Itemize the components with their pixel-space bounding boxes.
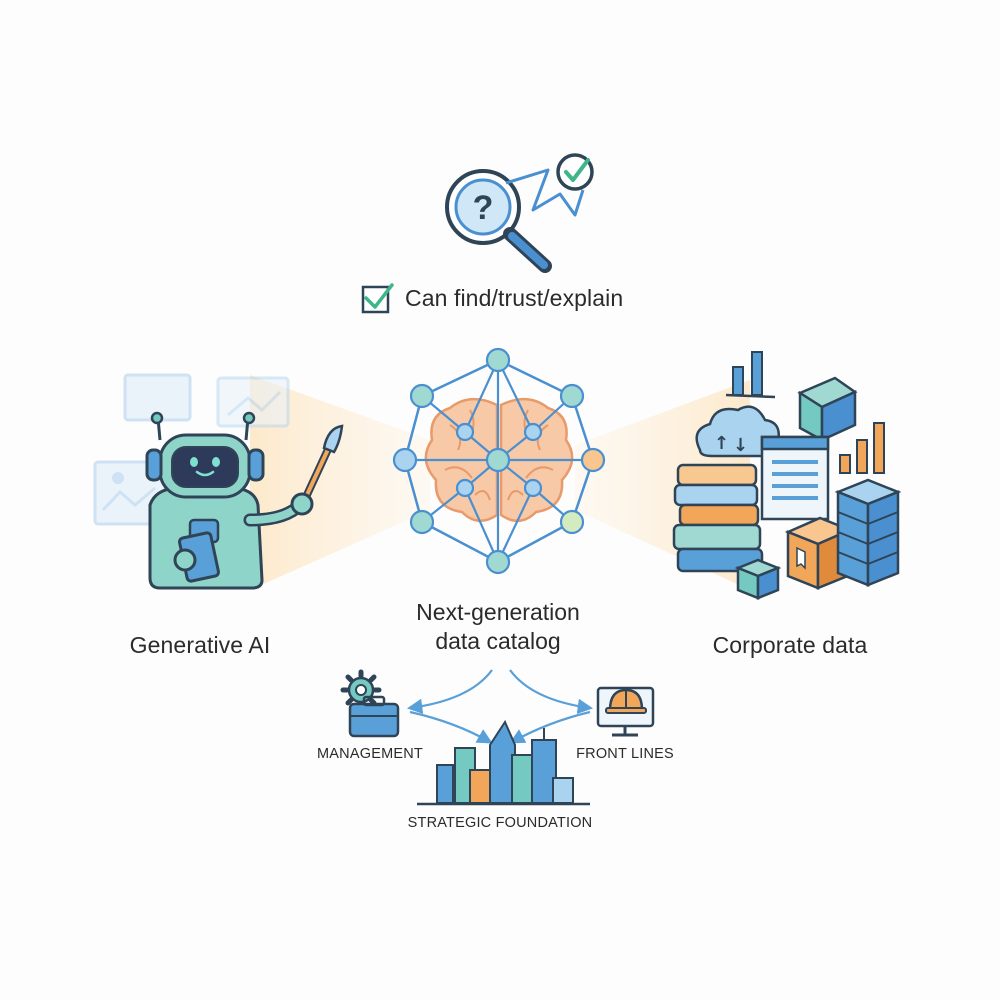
check-label: Can find/trust/explain [405,285,624,311]
svg-text:↓: ↓ [733,435,748,456]
brain-network-icon [392,347,606,575]
city-skyline-icon [417,719,590,806]
trend-check-icon [505,153,594,217]
magnifier-question-icon: ? [445,169,552,273]
data-catalog-label-line1: Next-generation [416,599,580,625]
management-label: MANAGEMENT [317,746,423,762]
strategic-foundation-label: STRATEGIC FOUNDATION [407,815,593,831]
data-catalog-label-line2: data catalog [435,628,561,654]
data-catalog-label: Next-generation data catalog [378,598,618,656]
beam-left [250,375,430,590]
monitor-hardhat-icon [596,686,655,737]
generative-ai-label: Generative AI [129,632,271,658]
checkbox-checked-icon [361,283,394,314]
front-lines-label: FRONT LINES [576,746,674,762]
robot-icon [145,411,344,590]
corporate-data-label: Corporate data [712,632,868,658]
svg-text:?: ? [473,189,494,227]
flow-arrows [406,669,594,744]
svg-text:↑: ↑ [714,433,729,454]
corporate-data-icon: ↑ ↓ [672,351,902,600]
gear-briefcase-icon [340,669,400,738]
